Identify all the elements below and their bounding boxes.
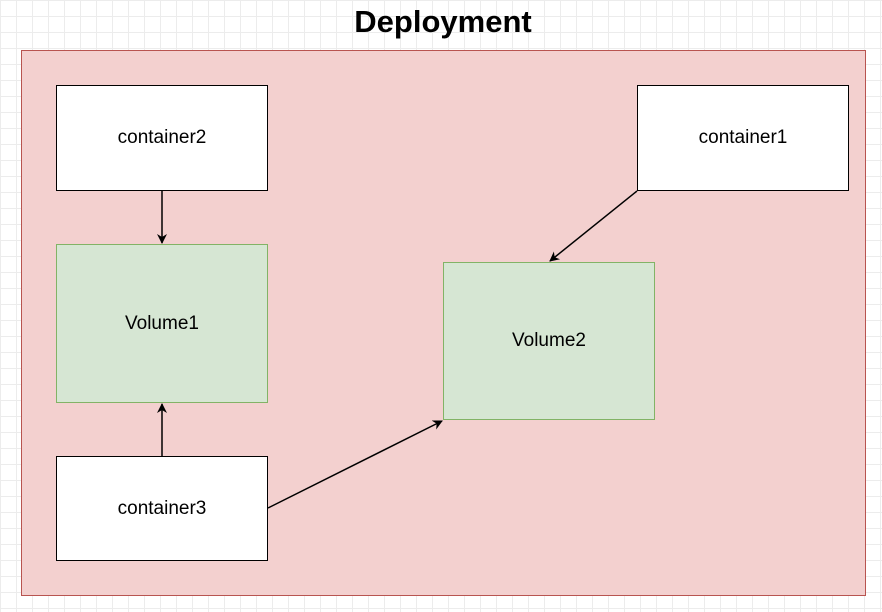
container3-label: container3 [117, 497, 207, 519]
edge-container1-to-volume2 [549, 190, 638, 262]
container1-label: container1 [698, 127, 788, 148]
container2-label: container2 [117, 127, 207, 148]
container1-node[interactable]: container1 [637, 85, 849, 191]
volume2-label: Volume2 [512, 330, 586, 351]
container3-node[interactable]: container3 [56, 456, 268, 561]
container2-node[interactable]: container2 [56, 85, 268, 191]
diagram-title: Deployment [354, 4, 532, 39]
volume2-node[interactable]: Volume2 [443, 262, 655, 420]
volume1-node[interactable]: Volume1 [56, 244, 268, 403]
volume1-label: Volume1 [125, 312, 199, 334]
edge-container3-to-volume2 [267, 420, 443, 509]
